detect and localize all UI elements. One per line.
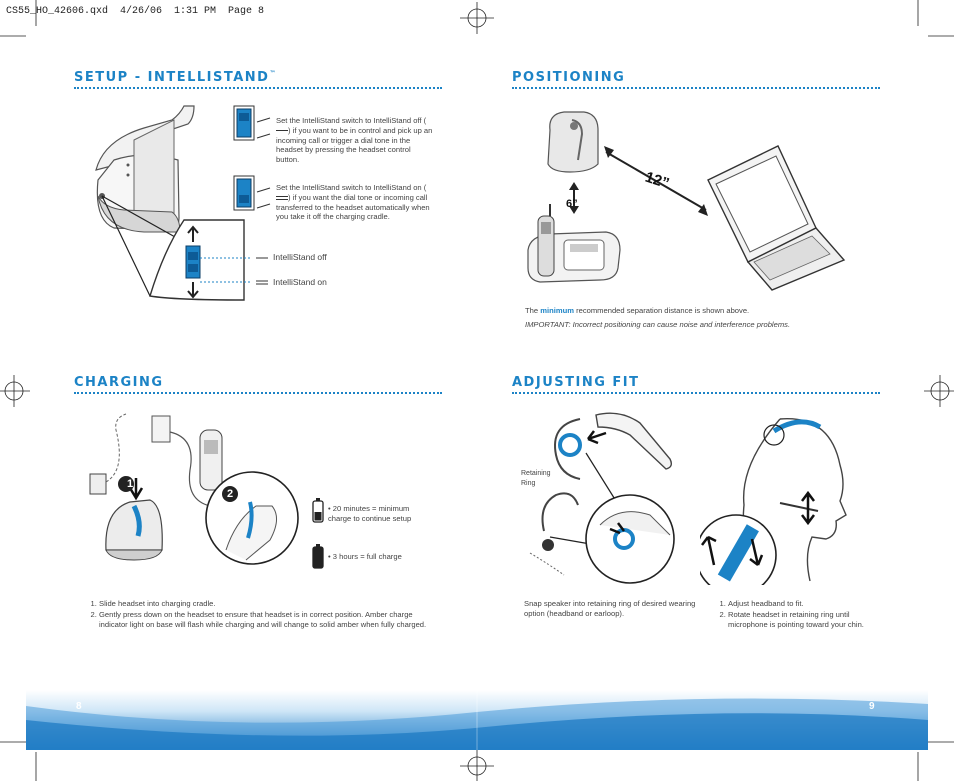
base-unit-drawing: [547, 111, 599, 173]
charge-time-minimum: • 20 minutes = minimum charge to continu…: [328, 504, 412, 523]
intellistand-off-description: Set the IntelliStand switch to IntelliSt…: [276, 116, 433, 165]
charging-step-1: Slide headset into charging cradle.: [99, 599, 439, 609]
file-slug: CS55_HO_42606.qxd 4/26/06 1:31 PM Page 8: [6, 6, 265, 17]
intellistand-on-label: IntelliStand on: [273, 277, 327, 287]
registration-mark-top: [460, 2, 494, 34]
charging-dotted-rule: [74, 392, 442, 394]
on-switch-symbol: [276, 195, 288, 200]
switch-off-illustration: [233, 105, 271, 141]
retaining-ring-label: Retaining Ring: [521, 470, 551, 487]
headset-body-drawing: [587, 412, 673, 470]
press-down-inset: [205, 471, 299, 565]
headband-drawing: [529, 492, 579, 576]
distance-6-inch-label: 6”: [566, 198, 578, 210]
adjusting-fit-heading: ADJUSTING FIT: [512, 375, 640, 390]
registration-mark-left: [0, 375, 30, 407]
positioning-heading: POSITIONING: [512, 70, 626, 85]
off-switch-symbol: [276, 130, 288, 132]
wall-outlet-drawing: [151, 415, 211, 507]
step-1-badge: 1: [126, 478, 134, 490]
intellistand-on-description: Set the IntelliStand switch to IntelliSt…: [276, 183, 430, 222]
intellistand-leader-lines: [200, 257, 268, 285]
adjusting-steps: Adjust headband to fit. Rotate headset i…: [714, 599, 884, 630]
charge-time-full: • 3 hours = full charge: [328, 552, 402, 561]
battery-full-icon: [312, 544, 324, 569]
intellistand-off-label: IntelliStand off: [273, 252, 327, 262]
charging-base-drawing: [105, 476, 163, 561]
registration-mark-bottom: [460, 750, 494, 781]
page-number-right: 9: [869, 701, 875, 712]
charging-step-2: Gently press down on the headset to ensu…: [99, 610, 439, 630]
laptop-drawing: [707, 145, 846, 291]
charging-illustration: [89, 413, 299, 565]
arrow-6-inch: [569, 182, 579, 214]
cordless-phone-drawing: [527, 204, 621, 283]
earloop-part-drawing: [554, 418, 582, 480]
charging-steps: Slide headset into charging cradle. Gent…: [85, 599, 439, 630]
setup-heading: SETUP - INTELLISTAND™: [74, 70, 277, 85]
headband-adjust-inset: [700, 514, 777, 585]
arrow-12-inch: [604, 146, 708, 216]
important-note: IMPORTANT: Incorrect positioning can cau…: [525, 320, 791, 329]
head-adjust-illustration: [700, 409, 860, 585]
snap-inset: [585, 494, 675, 584]
positioning-illustration: [527, 111, 846, 291]
footer-wave-band: [26, 690, 928, 750]
power-adapter-drawing: [89, 413, 127, 495]
adjusting-step-2: Rotate headset in retaining ring until m…: [728, 610, 884, 630]
registration-mark-right: [924, 375, 954, 407]
charging-heading: CHARGING: [74, 375, 164, 390]
step-2-badge: 2: [226, 488, 234, 500]
adjusting-fit-dotted-rule: [512, 392, 880, 394]
page-number-left: 8: [76, 701, 82, 712]
adjusting-step-1: Adjust headband to fit.: [728, 599, 884, 609]
snap-speaker-instruction: Snap speaker into retaining ring of desi…: [524, 599, 696, 618]
earloop-illustration: [529, 412, 675, 584]
minimum-distance-note: The minimum recommended separation dista…: [525, 306, 750, 315]
phone-drawing: [199, 429, 223, 491]
positioning-dotted-rule: [512, 87, 880, 89]
setup-dotted-rule: [74, 87, 442, 89]
intellistand-base-illustration: [95, 105, 245, 301]
battery-partial-icon: [312, 498, 324, 523]
switch-on-illustration: [233, 175, 271, 211]
